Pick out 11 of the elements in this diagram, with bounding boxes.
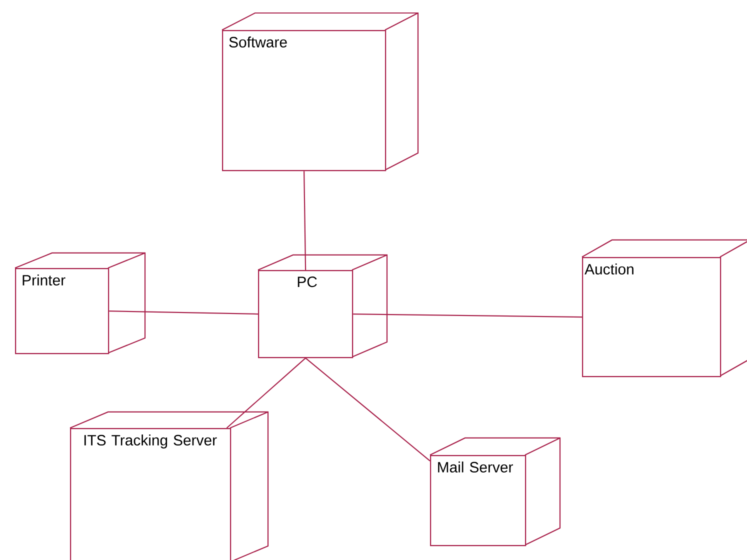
connector-line [304,171,306,270]
node-box: Software [222,12,419,172]
node-box: Mail Server [430,437,561,546]
node-box: Auction [582,239,747,378]
connector-line [109,310,258,315]
node-box: PC [258,254,388,358]
connector-line [305,358,430,462]
connector-line [353,313,582,318]
node-box: ITS Tracking Server [70,411,269,560]
node-box: Printer [14,252,146,354]
connector-line [226,358,306,428]
